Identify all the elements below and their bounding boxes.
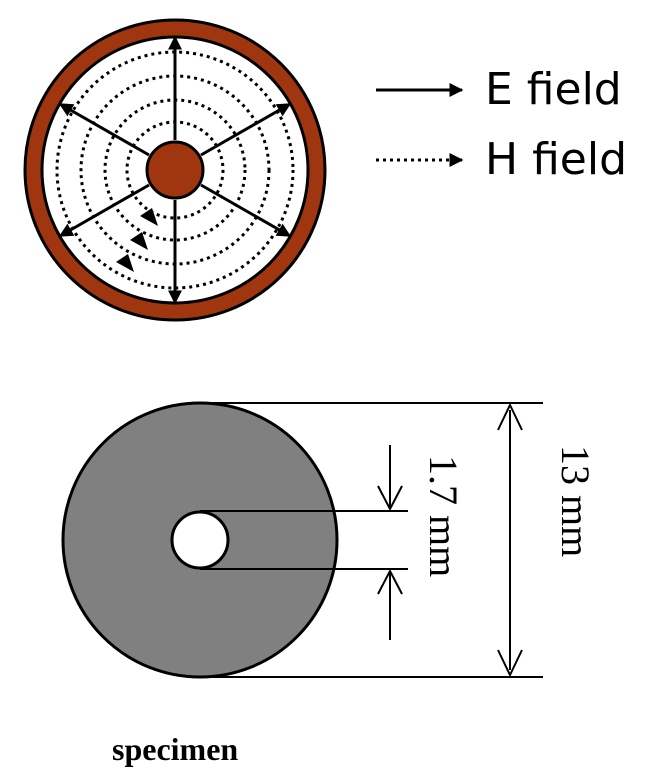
e-field-lines (58, 35, 292, 305)
h-field-arrowhead-1 (140, 208, 158, 226)
legend: E field H field (376, 64, 627, 185)
e-field-arrow-lower-left (58, 183, 150, 238)
e-field-legend-label: E field (485, 64, 622, 115)
h-field-direction-arrows (116, 208, 158, 272)
specimen-caption: specimen (112, 731, 238, 767)
inner-conductor (145, 140, 205, 200)
outer-diameter-label: 13 mm (553, 445, 598, 557)
specimen-center-hole (170, 510, 230, 570)
e-field-arrow-upper-left (58, 102, 150, 157)
h-field-arrowhead-3 (116, 254, 134, 272)
outer-dimension-arrow-bottom (497, 649, 523, 678)
inner-diameter-label: 1.7 mm (421, 455, 466, 577)
coax-cross-section (23, 18, 327, 322)
h-field-legend-label: H field (485, 134, 627, 185)
e-field-arrow-lower-right (200, 183, 292, 238)
inner-dimension-arrow-bottom (377, 568, 403, 595)
e-field-arrow-upper-right (200, 102, 292, 157)
specimen-drawing: 1.7 mm 13 mm (61, 401, 598, 679)
inner-dimension-arrow-top (377, 485, 403, 512)
outer-dimension-arrow-top (497, 402, 523, 431)
h-field-arrowhead-2 (130, 232, 148, 250)
